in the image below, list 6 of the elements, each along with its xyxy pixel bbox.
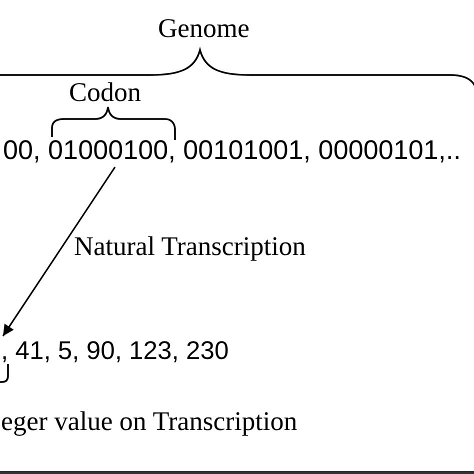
arrow [2,166,116,336]
brace-label: eger value on Transcription [1,406,298,438]
binary-sequence: 00, 01000100, 00101001, 00000101,.. [3,135,461,166]
brace-label: Genome [158,13,250,44]
integer-sequence: , 41, 5, 90, 123, 230 [1,337,229,366]
brace-label: Codon [69,77,142,108]
